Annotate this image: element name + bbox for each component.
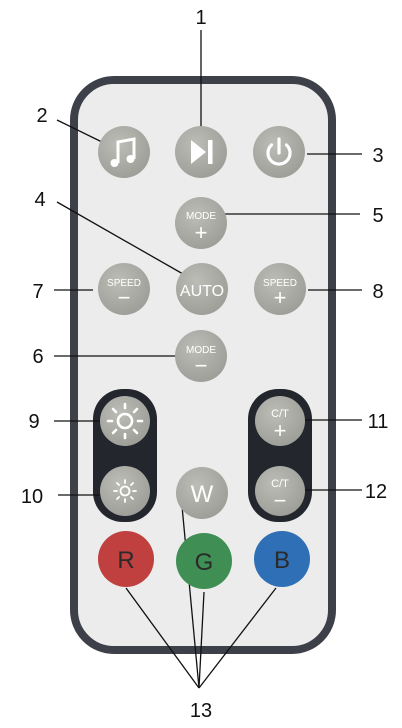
play-pause-icon xyxy=(191,140,213,164)
red-label: R xyxy=(117,547,134,574)
auto-button[interactable]: AUTO xyxy=(176,263,228,315)
brightness-up-button[interactable] xyxy=(100,396,150,446)
callout-6: 6 xyxy=(32,346,43,368)
callout-12: 12 xyxy=(365,481,387,503)
mode-plus-sign: + xyxy=(195,220,208,245)
callout-10: 10 xyxy=(21,486,43,508)
callout-2: 2 xyxy=(36,105,47,127)
brightness-down-icon xyxy=(113,479,137,503)
mode-minus-label: MODE xyxy=(186,345,216,356)
red-button[interactable]: R xyxy=(98,531,154,587)
play-pause-button[interactable] xyxy=(175,126,227,178)
ct-plus-button[interactable]: C/T + xyxy=(255,396,305,446)
callout-13: 13 xyxy=(190,700,212,722)
blue-label: B xyxy=(274,547,290,574)
mode-minus-sign: − xyxy=(195,353,208,378)
ct-minus-sign: − xyxy=(274,488,287,513)
callout-8: 8 xyxy=(372,281,383,303)
leader-lines xyxy=(54,30,362,689)
speed-plus-sign: + xyxy=(274,285,287,310)
music-note-icon xyxy=(110,137,136,167)
white-button[interactable]: W xyxy=(176,467,228,519)
callout-11: 11 xyxy=(368,411,389,433)
speed-minus-button[interactable]: SPEED − xyxy=(98,263,150,315)
mode-minus-button[interactable]: MODE − xyxy=(175,330,227,382)
speed-minus-label: SPEED xyxy=(107,278,141,289)
speed-plus-button[interactable]: SPEED + xyxy=(254,263,306,315)
music-button[interactable] xyxy=(98,126,150,178)
white-label: W xyxy=(191,481,214,508)
callout-1: 1 xyxy=(195,7,206,29)
callout-3: 3 xyxy=(372,145,383,167)
green-button[interactable]: G xyxy=(176,533,232,589)
ct-plus-sign: + xyxy=(274,418,287,443)
ct-minus-button[interactable]: C/T − xyxy=(255,466,305,516)
callout-7: 7 xyxy=(32,281,43,303)
callout-4: 4 xyxy=(34,189,45,211)
mode-plus-button[interactable]: MODE + xyxy=(175,197,227,249)
green-label: G xyxy=(195,549,214,576)
power-button[interactable] xyxy=(253,126,305,178)
ct-minus-label: C/T xyxy=(271,478,289,490)
speed-minus-sign: − xyxy=(118,285,131,310)
callout-9: 9 xyxy=(28,411,39,433)
speed-plus-label: SPEED xyxy=(263,278,297,289)
callout-numbers: 1 2 3 4 5 6 7 8 9 10 11 12 13 xyxy=(21,7,389,722)
callout-5: 5 xyxy=(372,205,383,227)
blue-button[interactable]: B xyxy=(254,531,310,587)
brightness-up-icon xyxy=(106,402,144,440)
auto-label: AUTO xyxy=(180,283,224,300)
power-icon xyxy=(266,137,292,166)
mode-plus-label: MODE xyxy=(186,211,216,222)
brightness-down-button[interactable] xyxy=(100,466,150,516)
ct-plus-label: C/T xyxy=(271,408,289,420)
